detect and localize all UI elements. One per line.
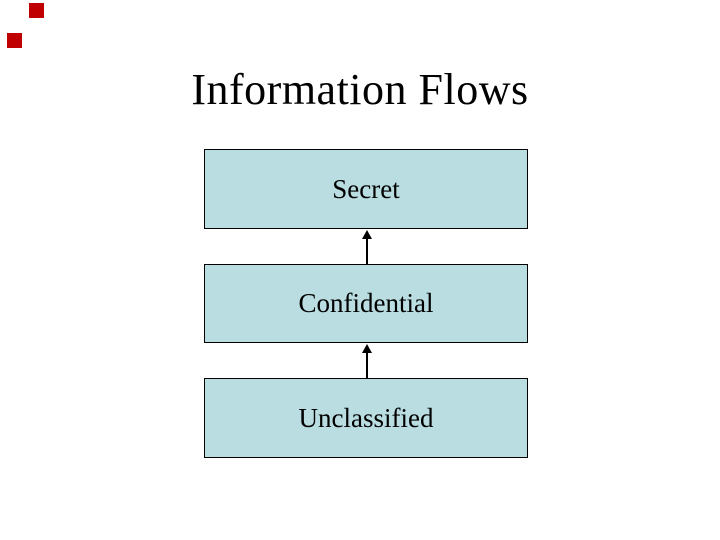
red-square-artifact-1 <box>29 3 44 18</box>
arrowhead-up-icon <box>361 344 372 353</box>
diagram-box-secret-label: Secret <box>332 173 400 204</box>
diagram-box-unclassified: Unclassified <box>204 378 528 458</box>
red-square-artifact-2 <box>7 33 22 48</box>
diagram-box-confidential: Confidential <box>204 264 528 343</box>
arrow-stem <box>365 353 368 378</box>
up-arrow-unclassified-to-confidential <box>361 344 372 378</box>
arrowhead-up-icon <box>361 230 372 239</box>
diagram-box-secret: Secret <box>204 149 528 229</box>
arrow-stem <box>365 239 368 264</box>
diagram-box-unclassified-label: Unclassified <box>298 402 434 433</box>
diagram-box-confidential-label: Confidential <box>298 288 434 318</box>
slide-title: Information Flows <box>191 65 529 114</box>
up-arrow-confidential-to-secret <box>361 230 372 264</box>
